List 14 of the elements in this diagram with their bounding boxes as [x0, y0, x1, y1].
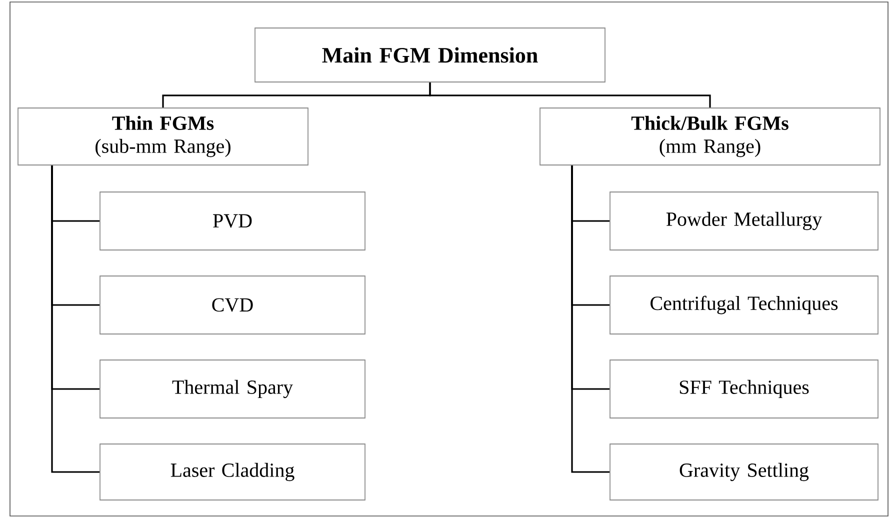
method-box: CVD: [100, 276, 366, 334]
method-box: Gravity Settling: [610, 444, 878, 500]
method-box: PVD: [100, 192, 366, 250]
category-box: Thick/Bulk FGMs (mm Range): [540, 108, 880, 166]
root-box: Main FGM Dimension: [254, 28, 606, 82]
connector-line: [51, 165, 100, 473]
connector-line: [429, 82, 711, 108]
method-box: Laser Cladding: [100, 444, 366, 500]
method-box: Centrifugal Techniques: [610, 276, 878, 334]
method-box: Thermal Spary: [100, 360, 366, 418]
method-box: SFF Techniques: [610, 360, 878, 418]
method-box: Powder Metallurgy: [610, 192, 878, 250]
connector-line: [571, 165, 610, 473]
category-box: Thin FGMs (sub-mm Range): [18, 108, 308, 166]
